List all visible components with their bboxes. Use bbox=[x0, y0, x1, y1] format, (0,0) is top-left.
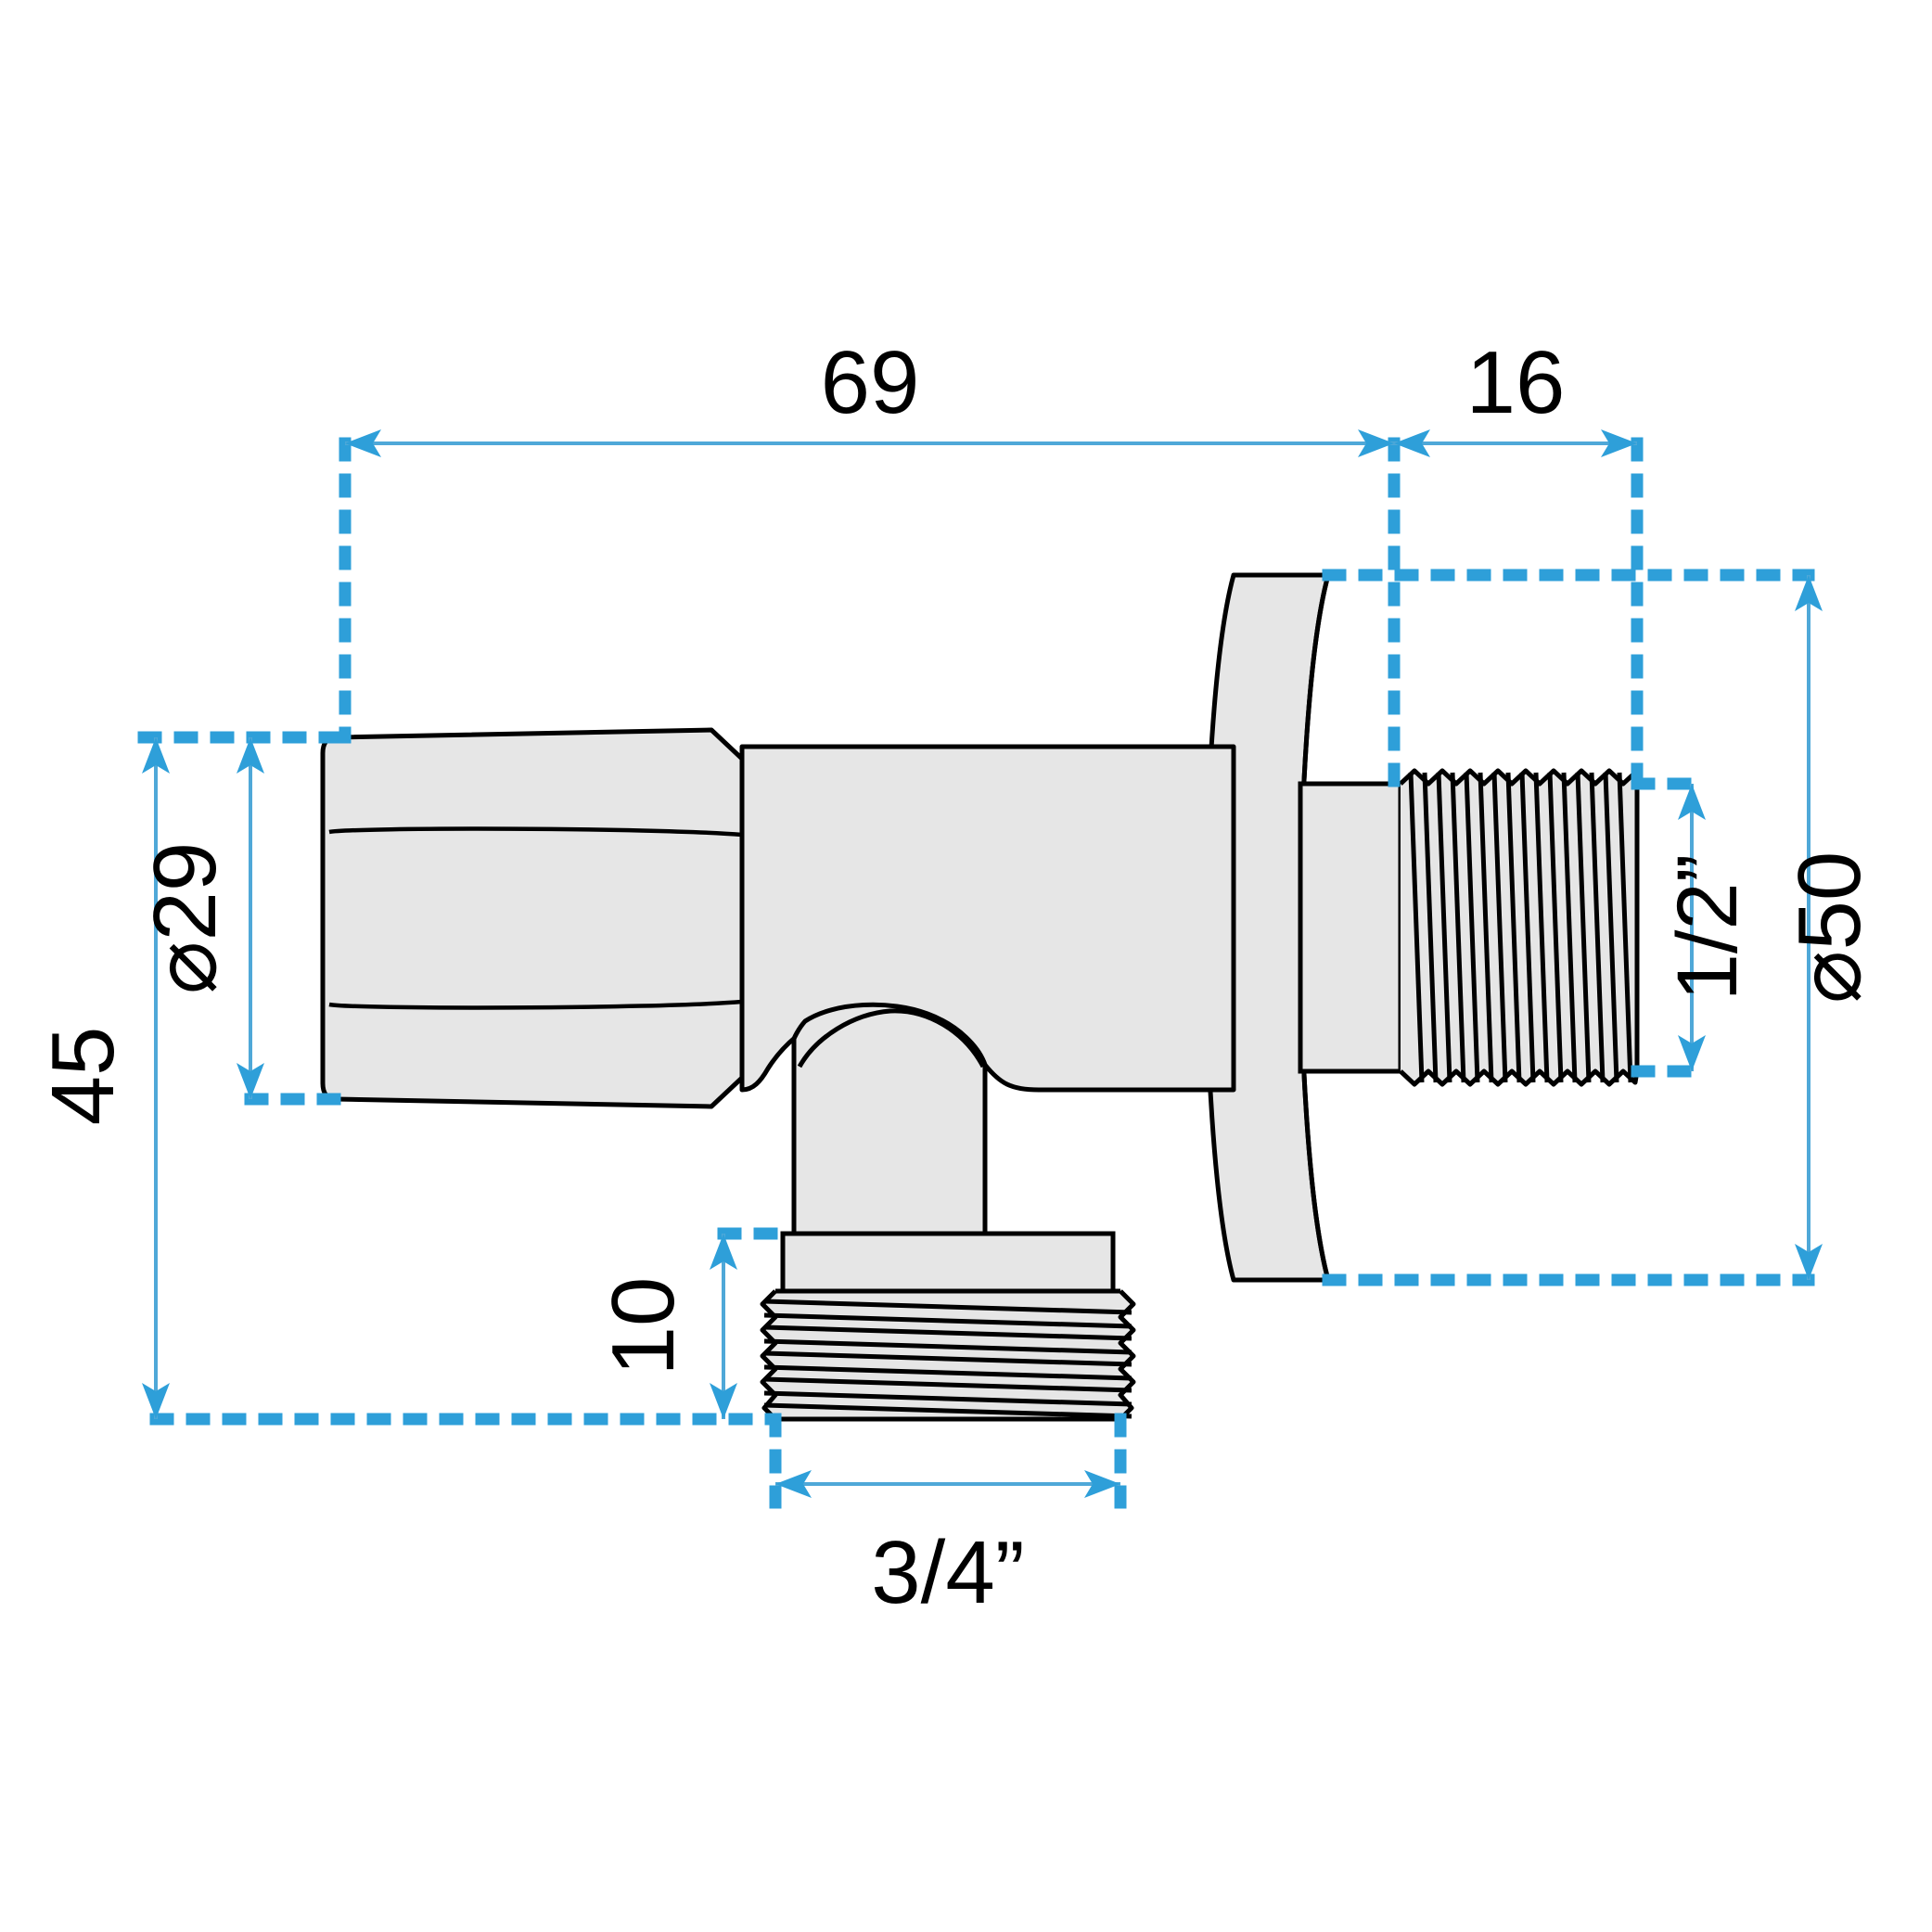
extension-lines bbox=[137, 437, 1815, 1509]
outlet-branch bbox=[791, 1002, 988, 1283]
outlet-branch-outline bbox=[791, 1002, 988, 1283]
outlet-collar bbox=[780, 1231, 1116, 1294]
dim-label-three-quarter-inch: 3/4” bbox=[871, 1523, 1024, 1622]
outlet-thread-helix-lines bbox=[763, 1299, 1132, 1419]
inlet-nut-outline bbox=[320, 727, 745, 1109]
inlet-nut-facet-bottom bbox=[328, 999, 743, 1010]
dimension-lines bbox=[142, 429, 1823, 1498]
dim-label-16: 16 bbox=[1466, 333, 1566, 432]
inlet-thread bbox=[1298, 768, 1640, 1087]
dim-label-half-inch: 1/2” bbox=[1660, 854, 1755, 1002]
dim-label-69: 69 bbox=[821, 333, 920, 432]
outlet-thread bbox=[760, 1231, 1136, 1422]
dim-label-diameter-29: ⌀29 bbox=[135, 842, 235, 995]
inlet-nut-facet-top bbox=[328, 826, 743, 838]
dimension-labels: 69 16 ⌀29 45 1/2” ⌀50 10 3/4” bbox=[33, 333, 1879, 1622]
valve-geometry bbox=[320, 572, 1640, 1422]
inlet-thread-helix-lines bbox=[1408, 772, 1633, 1083]
dim-label-10: 10 bbox=[594, 1277, 693, 1376]
inlet-spigot-shoulder bbox=[1298, 781, 1403, 1074]
inlet-nut bbox=[320, 727, 745, 1109]
inlet-thread-top-crests bbox=[1399, 768, 1640, 787]
dim-label-45: 45 bbox=[33, 1027, 133, 1126]
dim-label-diameter-50: ⌀50 bbox=[1780, 851, 1879, 1004]
outlet-branch-fillet bbox=[797, 1008, 986, 1068]
